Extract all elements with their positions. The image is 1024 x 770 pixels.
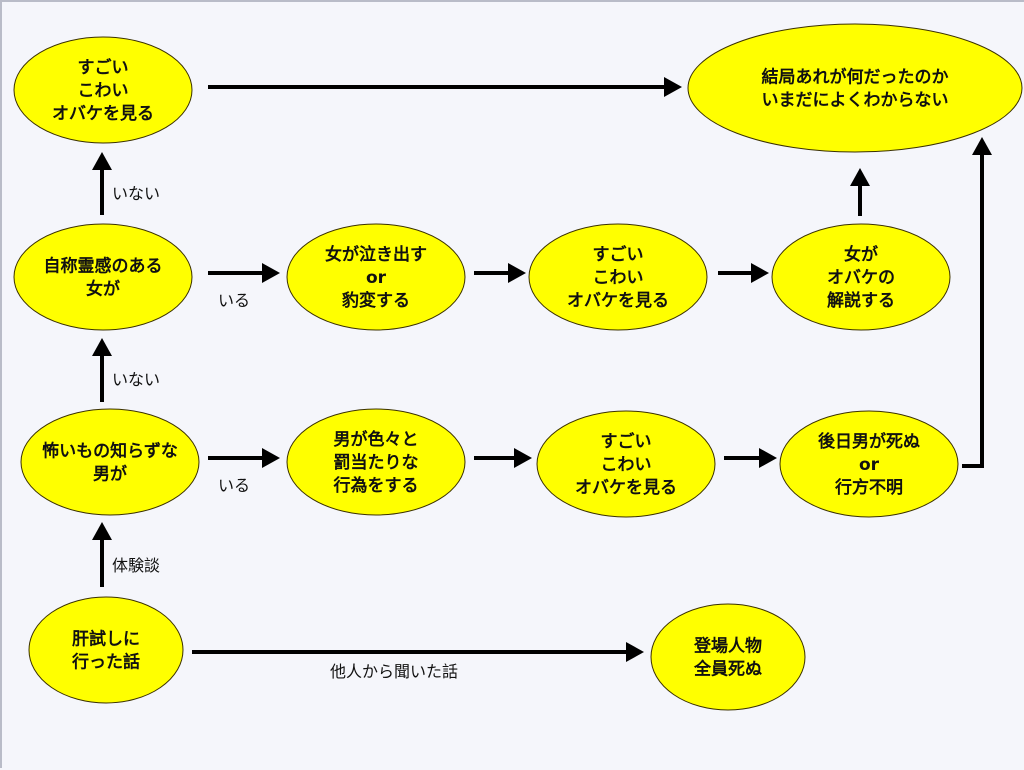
node-label-line: 解説する [827, 290, 895, 311]
edge-n_woman-to-n_sugoi_top: いない [92, 152, 160, 215]
node-label-line: 罰当たりな [334, 452, 419, 473]
node-label-line: 肝試しに [72, 629, 140, 650]
node-label-line: こわい [593, 268, 644, 288]
arrowhead-icon [514, 448, 532, 468]
node-label-line: いまだによくわからない [762, 91, 949, 111]
arrowhead-icon [972, 137, 992, 155]
node-label-line: オバケを見る [52, 104, 154, 124]
node-label-line: 女が泣き出す [325, 244, 427, 265]
node-label-line: こわい [78, 81, 129, 101]
edge-n_man_act-to-n_sugoi_low [474, 448, 532, 468]
node-label-line: 自称霊感のある [44, 256, 163, 277]
node-label-line: 怖いもの知らずな [42, 441, 178, 462]
node-or-text: or [366, 268, 387, 288]
edge-label: いない [112, 370, 160, 389]
node-label-line: 結局あれが何だったのか [762, 67, 949, 88]
node-label-line: すごい [601, 431, 652, 452]
arrowhead-icon [759, 448, 777, 468]
node-ellipse [13, 223, 193, 331]
node-label-line: オバケを見る [575, 478, 677, 498]
arrowhead-icon [664, 77, 682, 97]
node-label-line: 後日男が死ぬ [818, 431, 920, 452]
node-label-line: こわい [601, 455, 652, 475]
node-label-line: 女が [86, 279, 120, 300]
edge-label: いる [218, 476, 250, 495]
edge-n_start-to-n_man: 体験談 [92, 522, 160, 587]
node-ellipse [650, 603, 806, 711]
arrowhead-icon [92, 522, 112, 540]
edge-label: 体験談 [112, 556, 160, 575]
arrowhead-icon [262, 448, 280, 468]
arrowhead-icon [850, 168, 870, 186]
edge-n_sugoi_mid-to-n_woman_explain [718, 263, 769, 283]
edge-n_woman-to-n_woman_cry: いる [208, 263, 280, 310]
edge-n_sugoi_low-to-n_man_dies [724, 448, 777, 468]
node-ellipse [779, 410, 959, 518]
arrowhead-icon [751, 263, 769, 283]
node-ellipse [528, 223, 708, 331]
node-ellipse [286, 408, 466, 516]
edge-n_man-to-n_woman: いない [92, 338, 160, 402]
node-label-line: オバケを見る [567, 291, 669, 311]
arrowhead-icon [508, 263, 526, 283]
node-label-line: 行為をする [333, 475, 419, 496]
edge-label: 他人から聞いた話 [330, 662, 458, 681]
node-or-text: or [859, 455, 880, 475]
node-label-line: オバケの [827, 268, 895, 288]
edge-n_woman_explain-to-n_unknown [850, 168, 870, 216]
arrowhead-icon [92, 338, 112, 356]
node-ellipse [286, 223, 466, 331]
edge-n_start-to-n_all_die: 他人から聞いた話 [192, 642, 644, 681]
node-ellipse [536, 410, 716, 518]
node-label-line: すごい [593, 244, 644, 265]
node-label-line: 女が [844, 244, 878, 265]
node-ellipse [687, 23, 1023, 153]
node-label-line: 男が [93, 464, 127, 485]
arrowhead-icon [92, 152, 112, 170]
node-label-line: 登場人物 [693, 636, 762, 657]
edge-label: いる [218, 291, 250, 310]
node-label-line: すごい [78, 57, 129, 78]
edge-line [962, 153, 984, 468]
node-label-line: 全員死ぬ [693, 659, 762, 680]
edge-n_man-to-n_man_act: いる [208, 448, 280, 495]
edge-n_sugoi_top-to-n_unknown [208, 77, 682, 97]
node-label-line: 男が色々と [334, 429, 419, 450]
node-ellipse [28, 596, 184, 704]
node-label-line: 行方不明 [834, 477, 903, 498]
arrowhead-icon [262, 263, 280, 283]
node-ellipse [13, 36, 193, 144]
node-ellipse [20, 408, 200, 516]
node-label-line: 豹変する [341, 290, 410, 311]
edge-n_man_dies-to-n_unknown [962, 137, 992, 468]
edge-n_woman_cry-to-n_sugoi_mid [474, 263, 526, 283]
arrowhead-icon [626, 642, 644, 662]
edge-label: いない [112, 184, 160, 203]
node-label-line: 行った話 [71, 652, 140, 673]
node-ellipse [771, 223, 951, 331]
